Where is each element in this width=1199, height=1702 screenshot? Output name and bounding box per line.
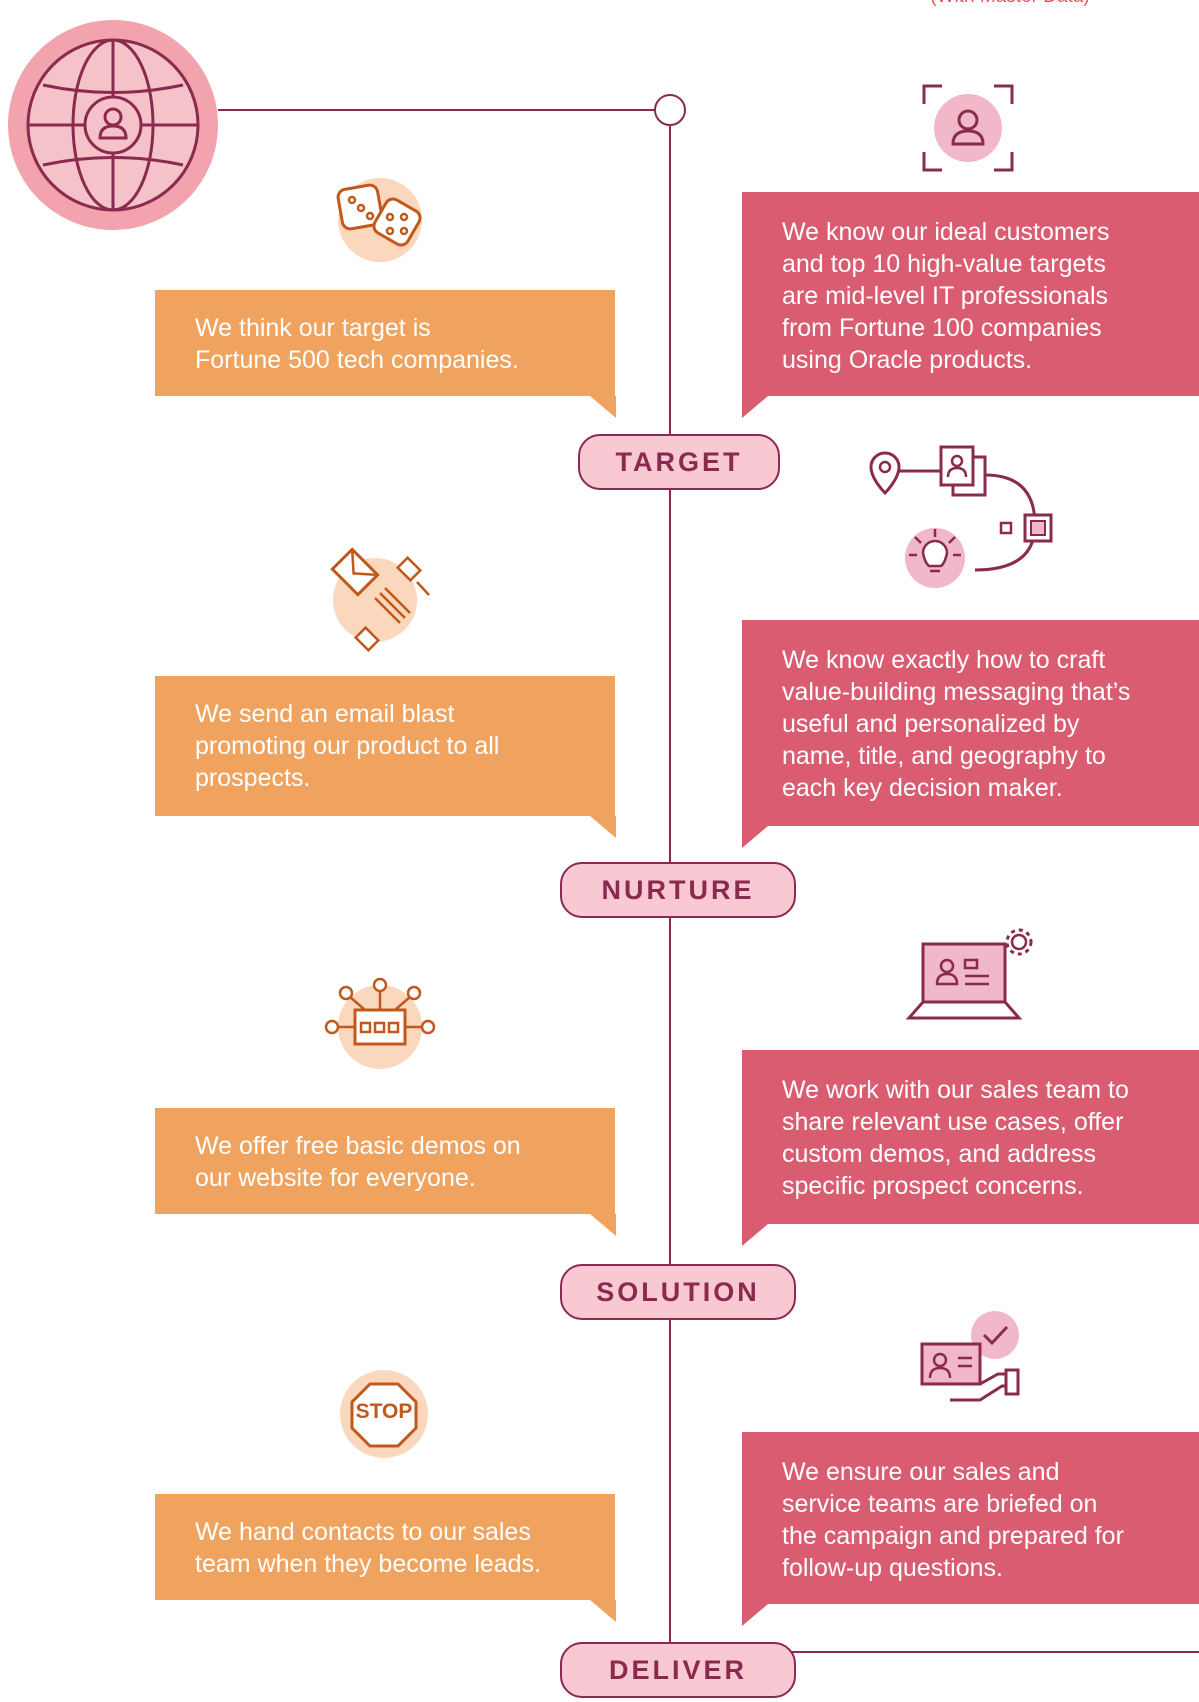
right-bubble-tail [742, 1224, 768, 1246]
header-note: (With Master Data) [890, 0, 1130, 8]
right-bubble-tail [742, 826, 768, 848]
right-statement-deliver: We ensure our sales and service teams ar… [742, 1432, 1199, 1604]
right-statement-nurture: We know exactly how to craft value-build… [742, 620, 1199, 826]
stop-sign-text: STOP [355, 1400, 413, 1423]
right-statement-solution: We work with our sales team to share rel… [742, 1050, 1199, 1224]
stage-deliver: DELIVER [560, 1642, 796, 1698]
stop-sign-icon: STOP [340, 1370, 428, 1458]
globe-user-icon [8, 20, 218, 230]
left-statement-target: We think our target is Fortune 500 tech … [155, 290, 615, 396]
stage-nurture: NURTURE [560, 862, 796, 918]
laptop-profile-icon [905, 928, 1033, 1020]
id-card-hand-icon [920, 1311, 1020, 1402]
user-focus-icon [922, 84, 1014, 172]
left-statement-solution: We offer free basic demos on our website… [155, 1108, 615, 1214]
stage-target: TARGET [578, 434, 780, 490]
right-bubble-tail [742, 396, 768, 418]
email-send-icon [330, 547, 430, 653]
dice-icon [336, 178, 422, 262]
left-statement-nurture: We send an email blast promoting our pro… [155, 676, 615, 816]
stage-solution: SOLUTION [560, 1264, 796, 1320]
left-bubble-tail [590, 816, 616, 838]
left-statement-deliver: We hand contacts to our sales team when … [155, 1494, 615, 1600]
left-bubble-tail [590, 1214, 616, 1236]
journey-map-icon [869, 445, 1053, 588]
right-bubble-tail [742, 1604, 768, 1626]
right-statement-target: We know our ideal customers and top 10 h… [742, 192, 1199, 396]
left-bubble-tail [590, 1600, 616, 1622]
network-chip-icon [324, 977, 436, 1069]
left-bubble-tail [590, 396, 616, 418]
